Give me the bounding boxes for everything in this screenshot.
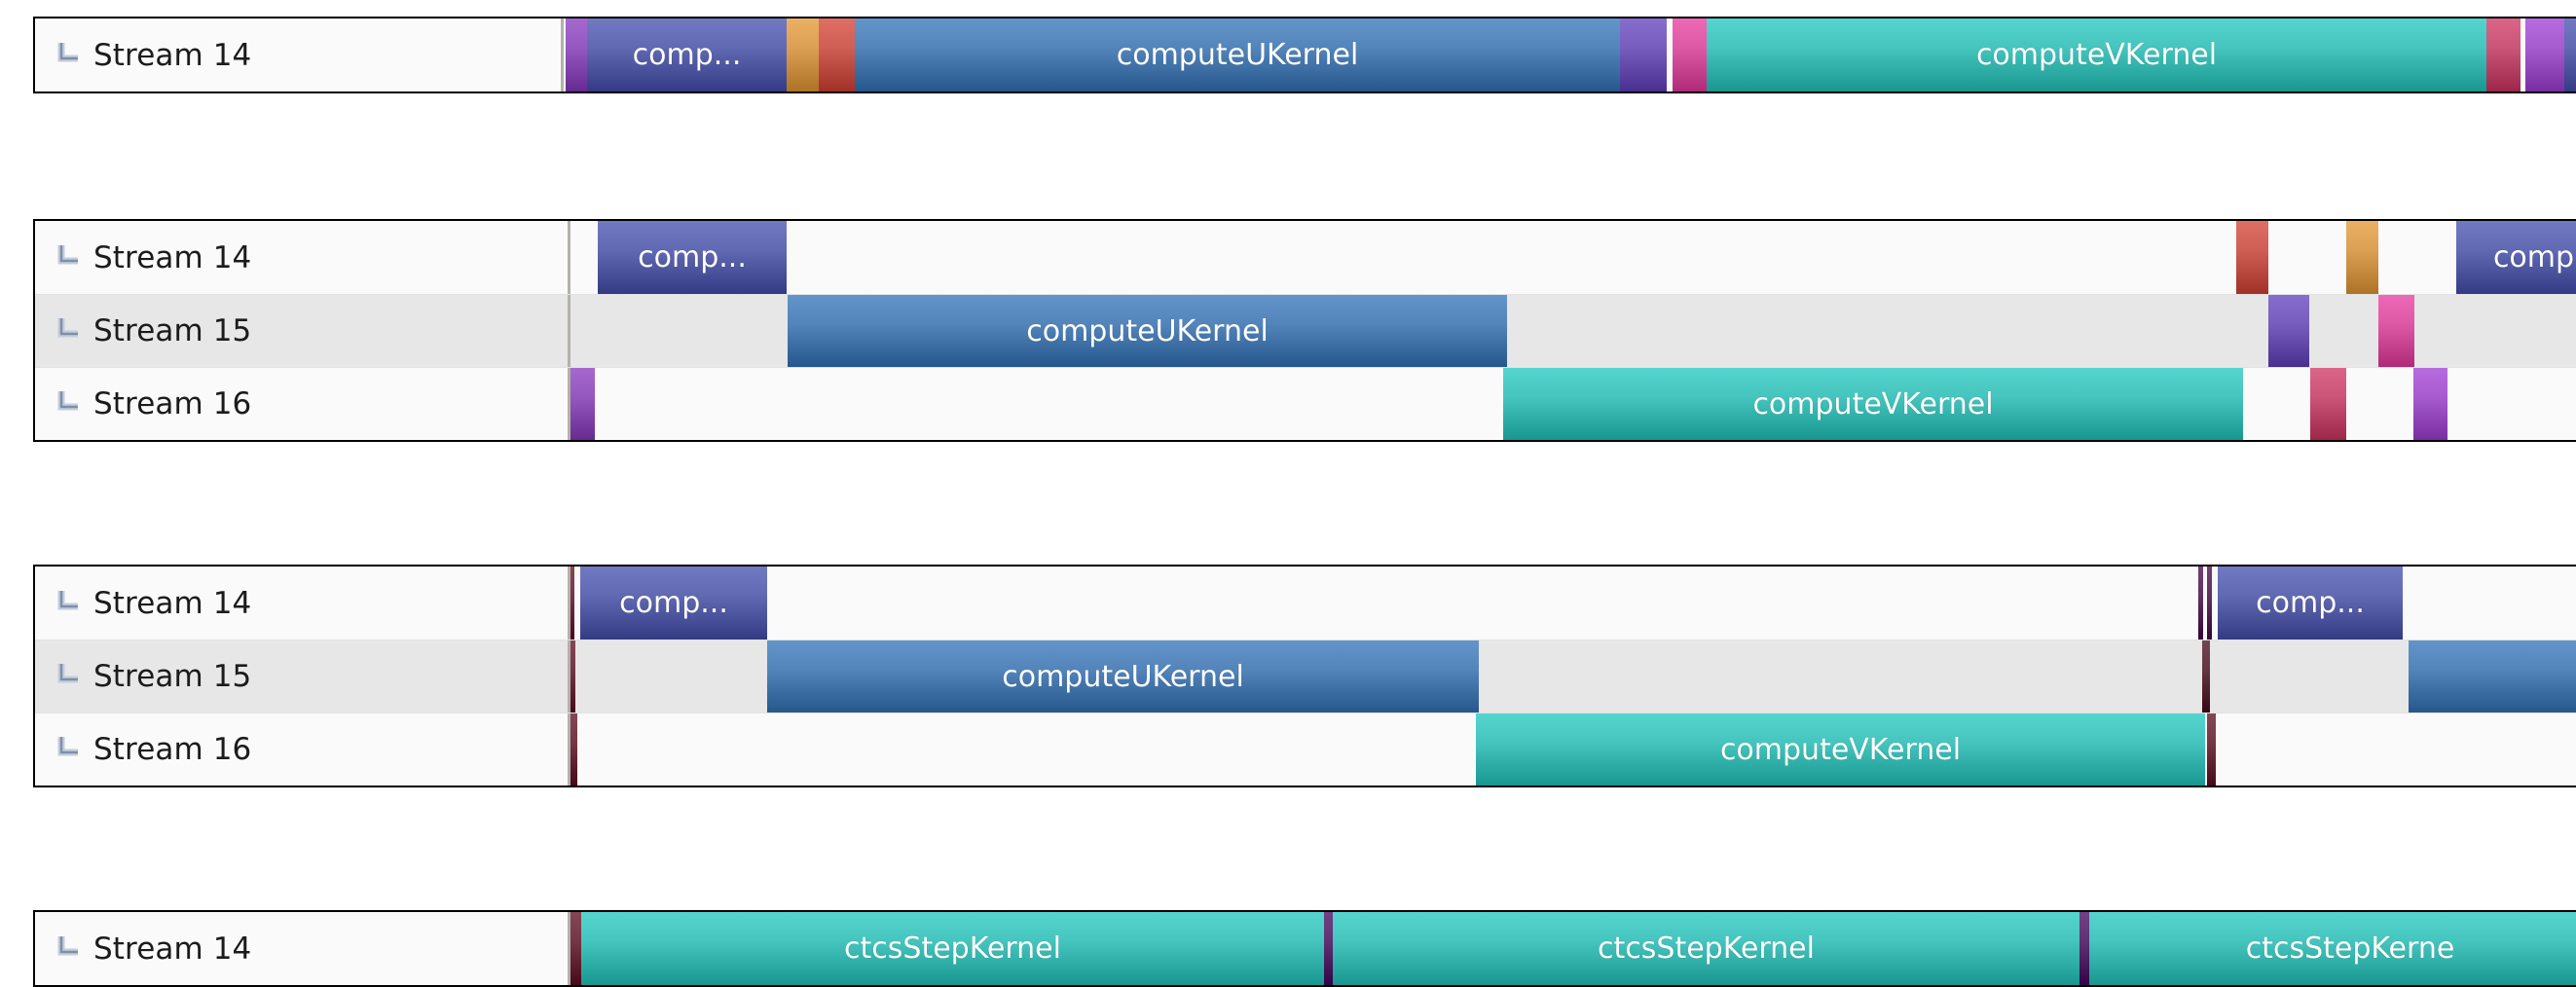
timeline-bar-crimson-tick-2[interactable] bbox=[2202, 640, 2210, 713]
stream-label-text: Stream 16 bbox=[93, 386, 252, 421]
timeline-bar-purple-tick[interactable] bbox=[1324, 912, 1333, 985]
timeline-bar-crimson-marker[interactable] bbox=[2486, 18, 2521, 91]
stream-row[interactable]: comp... comp... Stream 14 bbox=[35, 567, 2576, 640]
timeline-bar-crimson-tick-2[interactable] bbox=[2198, 567, 2203, 640]
timeline-bar-label: computeUKernel bbox=[1002, 659, 1244, 694]
stream-label-cell[interactable]: Stream 15 bbox=[35, 640, 568, 713]
label-timeline-separator bbox=[568, 912, 570, 985]
stream-row[interactable]: computeVKernel Stream 16 bbox=[35, 367, 2576, 440]
stream-label-text: Stream 14 bbox=[93, 931, 252, 967]
timeline-bar-compute-u[interactable]: computeUKernel bbox=[855, 18, 1620, 91]
tree-branch-icon bbox=[56, 40, 82, 65]
stream-row[interactable]: computeUKernel Stream 15 bbox=[35, 294, 2576, 367]
stream-label-cell[interactable]: Stream 14 bbox=[35, 221, 568, 294]
timeline-bar-label: ctcsStepKernel bbox=[1598, 932, 1815, 966]
timeline-bar-orange-marker[interactable] bbox=[2346, 221, 2378, 294]
tree-branch-icon bbox=[56, 661, 82, 686]
timeline-bar-compute-v[interactable]: computeVKernel bbox=[1707, 18, 2486, 91]
label-timeline-separator bbox=[568, 295, 570, 367]
label-timeline-separator bbox=[568, 567, 570, 640]
timeline-bar-label: comp... bbox=[638, 240, 747, 274]
timeline-bar-crimson-tick[interactable] bbox=[570, 567, 574, 640]
stream-label-text: Stream 15 bbox=[93, 313, 252, 348]
stream-row[interactable]: computeVKernel Stream 16 bbox=[35, 713, 2576, 786]
stream-label-cell[interactable]: Stream 15 bbox=[35, 295, 568, 367]
timeline-bar-purple-marker-3[interactable] bbox=[2525, 18, 2564, 91]
timeline-bar-crimson-tick[interactable] bbox=[570, 912, 581, 985]
timeline-bar-magenta-marker[interactable] bbox=[2378, 295, 2414, 367]
timeline-bar-compute-v[interactable]: computeVKernel bbox=[1503, 368, 2243, 440]
timeline-bar-ctcs-step-2[interactable]: ctcsStepKernel bbox=[1333, 912, 2079, 985]
stream-label-cell[interactable]: Stream 14 bbox=[35, 567, 568, 640]
timeline-bar-purple-marker[interactable] bbox=[568, 368, 595, 440]
timeline-bar-magenta-marker[interactable] bbox=[1673, 18, 1707, 91]
timeline-bar-label: comp... bbox=[632, 38, 742, 72]
stream-row[interactable]: ctcsStepKernel ctcsStepKernel ctcsStepKern… bbox=[35, 912, 2576, 985]
timeline-bar-orange-marker[interactable] bbox=[787, 18, 819, 91]
timeline-bar-compute-clipped[interactable]: comp bbox=[2456, 221, 2576, 294]
timeline-bar-label: computeUKernel bbox=[1026, 313, 1269, 348]
stream-group: ctcsStepKernel ctcsStepKernel ctcsStepKern… bbox=[33, 910, 2576, 987]
timeline-bar-compute-u-next[interactable] bbox=[2409, 640, 2576, 713]
timeline-bar-label: comp... bbox=[619, 586, 728, 620]
timeline-bar-label: ctcsStepKernel bbox=[844, 932, 1061, 966]
timeline-bar-compute-truncated[interactable]: comp... bbox=[598, 221, 787, 294]
stream-row[interactable]: comp... comp Stream 14 bbox=[35, 221, 2576, 294]
stream-label-text: Stream 14 bbox=[93, 37, 252, 73]
timeline-bar-crimson-tick-3[interactable] bbox=[2207, 567, 2212, 640]
tree-branch-icon bbox=[56, 588, 82, 613]
label-timeline-separator bbox=[561, 18, 564, 91]
timeline-bar-label: computeVKernel bbox=[1975, 38, 2218, 72]
timeline-bar-label: comp... bbox=[2256, 586, 2365, 620]
timeline-bar-label: computeVKernel bbox=[1752, 386, 1994, 421]
stream-row[interactable]: comp... computeUKernel computeVKernel Strea… bbox=[35, 18, 2576, 91]
stream-label-text: Stream 14 bbox=[93, 239, 252, 275]
timeline-bar-purple-marker-2[interactable] bbox=[2413, 368, 2447, 440]
timeline-bar-red-marker[interactable] bbox=[819, 18, 855, 91]
tree-branch-icon bbox=[56, 388, 82, 414]
timeline-bar-blue-marker[interactable] bbox=[2564, 18, 2576, 91]
timeline-bar-crimson-tick[interactable] bbox=[570, 713, 577, 786]
stream-label-cell[interactable]: Stream 14 bbox=[35, 912, 568, 985]
stream-label-text: Stream 16 bbox=[93, 732, 252, 767]
stream-row[interactable]: computeUKernel Stream 15 bbox=[35, 640, 2576, 713]
timeline-bar-ctcs-step-3[interactable]: ctcsStepKerne bbox=[2089, 912, 2576, 985]
stream-label-cell[interactable]: Stream 14 bbox=[35, 18, 561, 91]
timeline-bar-compute-truncated[interactable]: comp... bbox=[580, 567, 767, 640]
label-timeline-separator bbox=[568, 368, 570, 440]
label-timeline-separator bbox=[568, 640, 570, 713]
label-timeline-separator bbox=[568, 221, 570, 294]
timeline-bar-crimson-marker[interactable] bbox=[2310, 368, 2346, 440]
timeline-bar-ctcs-step-1[interactable]: ctcsStepKernel bbox=[581, 912, 1324, 985]
timeline-bar-crimson-tick[interactable] bbox=[570, 640, 575, 713]
timeline-bar-label: computeUKernel bbox=[1116, 38, 1359, 72]
timeline-bar-purple-marker-2[interactable] bbox=[1620, 18, 1667, 91]
timeline-bar-label: comp bbox=[2492, 240, 2575, 274]
timeline-bar-label: ctcsStepKerne bbox=[2245, 932, 2455, 966]
tree-branch-icon bbox=[56, 933, 82, 959]
timeline-bar-label: computeVKernel bbox=[1719, 732, 1962, 767]
tree-branch-icon bbox=[56, 734, 82, 759]
stream-label-cell[interactable]: Stream 16 bbox=[35, 368, 568, 440]
timeline-bar-crimson-tick-2[interactable] bbox=[2207, 713, 2216, 786]
tree-branch-icon bbox=[56, 242, 82, 268]
tree-branch-icon bbox=[56, 315, 82, 341]
timeline-bar-compute-truncated[interactable]: comp... bbox=[587, 18, 787, 91]
timeline-bar-purple-tick-2[interactable] bbox=[2079, 912, 2089, 985]
stream-group: comp... computeUKernel computeVKernel Strea… bbox=[33, 17, 2576, 93]
timeline-bar-purple-marker[interactable] bbox=[2268, 295, 2309, 367]
timeline-bar-purple-marker[interactable] bbox=[566, 18, 587, 91]
timeline-bar-compute-u[interactable]: computeUKernel bbox=[788, 295, 1507, 367]
timeline-bar-compute-v[interactable]: computeVKernel bbox=[1476, 713, 2205, 786]
stream-label-cell[interactable]: Stream 16 bbox=[35, 713, 568, 786]
label-timeline-separator bbox=[568, 713, 570, 786]
timeline-bar-red-marker[interactable] bbox=[2236, 221, 2268, 294]
timeline-bar-compute-u[interactable]: computeUKernel bbox=[767, 640, 1479, 713]
timeline-bar-compute-truncated-2[interactable]: comp... bbox=[2218, 567, 2403, 640]
stream-label-text: Stream 14 bbox=[93, 585, 252, 621]
stream-label-text: Stream 15 bbox=[93, 659, 252, 694]
